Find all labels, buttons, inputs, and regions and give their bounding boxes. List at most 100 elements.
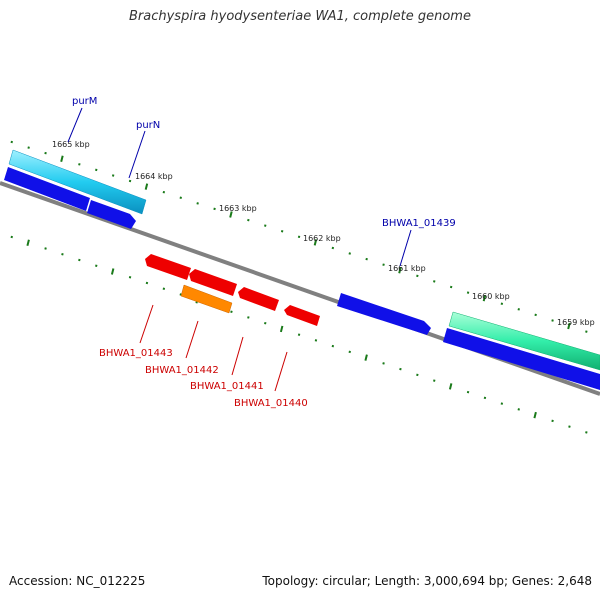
tick-minor xyxy=(280,229,284,233)
scale-labels: 1665 kbp 1664 kbp 1663 kbp 1662 kbp 1661… xyxy=(52,140,595,327)
tick-minor xyxy=(44,151,47,155)
tick-minor xyxy=(382,263,385,266)
tick-minor xyxy=(416,373,419,377)
tick-minor xyxy=(264,224,267,227)
gene-label-purM: purM xyxy=(72,96,97,107)
tick-major xyxy=(533,411,537,419)
gene-label-BHWA1_01439: BHWA1_01439 xyxy=(382,218,456,229)
tick-minor xyxy=(213,207,216,211)
tick-minor xyxy=(128,275,132,279)
tick-minor xyxy=(10,140,13,144)
tick-major xyxy=(229,211,233,218)
tick-minor xyxy=(95,264,98,267)
scale-ticks-upper xyxy=(10,140,588,333)
tick-major xyxy=(313,239,318,246)
tick-minor xyxy=(348,350,351,354)
tick-minor xyxy=(179,196,182,200)
tick-minor xyxy=(449,285,453,289)
gene-labels: purM purN BHWA1_01439 BHWA1_01443 BHWA1_… xyxy=(72,96,456,409)
tick-minor xyxy=(517,408,520,411)
tick-minor xyxy=(314,339,318,342)
tick-minor xyxy=(179,293,182,296)
gene-block-orange[interactable] xyxy=(180,284,233,314)
tick-major xyxy=(60,155,64,162)
map-title: Brachyspira hyodysenteriae WA1, complete… xyxy=(129,9,471,24)
tick-minor xyxy=(382,362,385,365)
tick-minor xyxy=(111,174,115,177)
cds-block-BHWA1_01440[interactable] xyxy=(284,305,320,326)
scale-label: 1664 kbp xyxy=(135,172,173,181)
tick-minor xyxy=(78,258,81,262)
gene-label-BHWA1_01442: BHWA1_01442 xyxy=(145,365,219,376)
tick-minor xyxy=(297,333,301,336)
tick-minor xyxy=(27,146,30,149)
tick-minor xyxy=(500,402,504,405)
tick-major xyxy=(144,183,149,190)
tick-minor xyxy=(145,281,149,285)
tick-minor xyxy=(551,319,554,322)
tick-minor xyxy=(433,280,436,283)
accession-text: Accession: NC_012225 xyxy=(9,574,146,588)
tick-minor xyxy=(10,235,13,239)
tick-minor xyxy=(399,367,402,371)
tick-minor xyxy=(433,379,436,382)
gene-label-BHWA1_01441: BHWA1_01441 xyxy=(190,381,264,392)
tick-minor xyxy=(466,291,470,294)
gene-block-purM[interactable] xyxy=(8,149,147,215)
tick-minor xyxy=(517,308,520,311)
tick-minor xyxy=(162,190,166,194)
cds-block-BHWA1_01442[interactable] xyxy=(189,269,237,296)
tick-major xyxy=(279,325,284,333)
tick-minor xyxy=(44,247,47,250)
features-plus[interactable] xyxy=(4,149,600,390)
cds-block-purM[interactable] xyxy=(4,167,90,211)
tick-minor xyxy=(568,425,571,428)
tick-minor xyxy=(95,168,98,172)
tick-minor xyxy=(585,330,588,333)
cds-block-BHWA1_01441[interactable] xyxy=(238,287,279,311)
tick-major xyxy=(110,268,115,275)
gene-label-BHWA1_01440: BHWA1_01440 xyxy=(234,398,308,409)
tick-minor xyxy=(61,252,64,256)
tick-minor xyxy=(264,321,267,325)
tick-major xyxy=(448,383,453,390)
genome-stats-text: Topology: circular; Length: 3,000,694 bp… xyxy=(262,574,592,588)
tick-minor xyxy=(416,274,419,278)
tick-minor xyxy=(331,344,335,348)
tick-minor xyxy=(466,390,470,394)
tick-minor xyxy=(297,235,301,239)
tick-major xyxy=(26,239,30,246)
cds-block-BHWA1_01439[interactable] xyxy=(337,293,431,335)
tick-major xyxy=(482,294,487,302)
tick-minor xyxy=(585,431,588,434)
tick-minor xyxy=(551,419,554,423)
scale-label: 1665 kbp xyxy=(52,140,90,149)
cds-block-BHWA1_01443[interactable] xyxy=(145,254,191,280)
scale-label: 1663 kbp xyxy=(219,204,257,213)
features-minus[interactable] xyxy=(145,254,320,326)
tick-minor xyxy=(483,396,487,400)
tick-minor xyxy=(534,313,537,317)
tick-minor xyxy=(500,302,504,305)
cds-block-blue-end[interactable] xyxy=(443,328,600,390)
tick-minor xyxy=(247,316,250,319)
scale-label: 1660 kbp xyxy=(472,292,510,301)
cds-block-purN[interactable] xyxy=(87,200,136,229)
tick-major xyxy=(567,322,571,330)
gene-block-teal[interactable] xyxy=(448,311,600,371)
scale-label: 1662 kbp xyxy=(303,234,341,243)
tick-minor xyxy=(230,310,233,313)
tick-minor xyxy=(196,202,199,205)
tick-major xyxy=(398,267,402,274)
scale-label: 1661 kbp xyxy=(388,264,426,273)
scale-label: 1659 kbp xyxy=(557,318,595,327)
gene-label-BHWA1_01443: BHWA1_01443 xyxy=(99,348,173,359)
tick-minor xyxy=(78,163,81,166)
gene-label-purN: purN xyxy=(136,120,160,131)
tick-major xyxy=(364,354,368,361)
tick-minor xyxy=(348,252,351,255)
tick-minor xyxy=(365,257,368,261)
tick-minor xyxy=(162,287,166,290)
gene-leader-lines xyxy=(67,107,412,392)
